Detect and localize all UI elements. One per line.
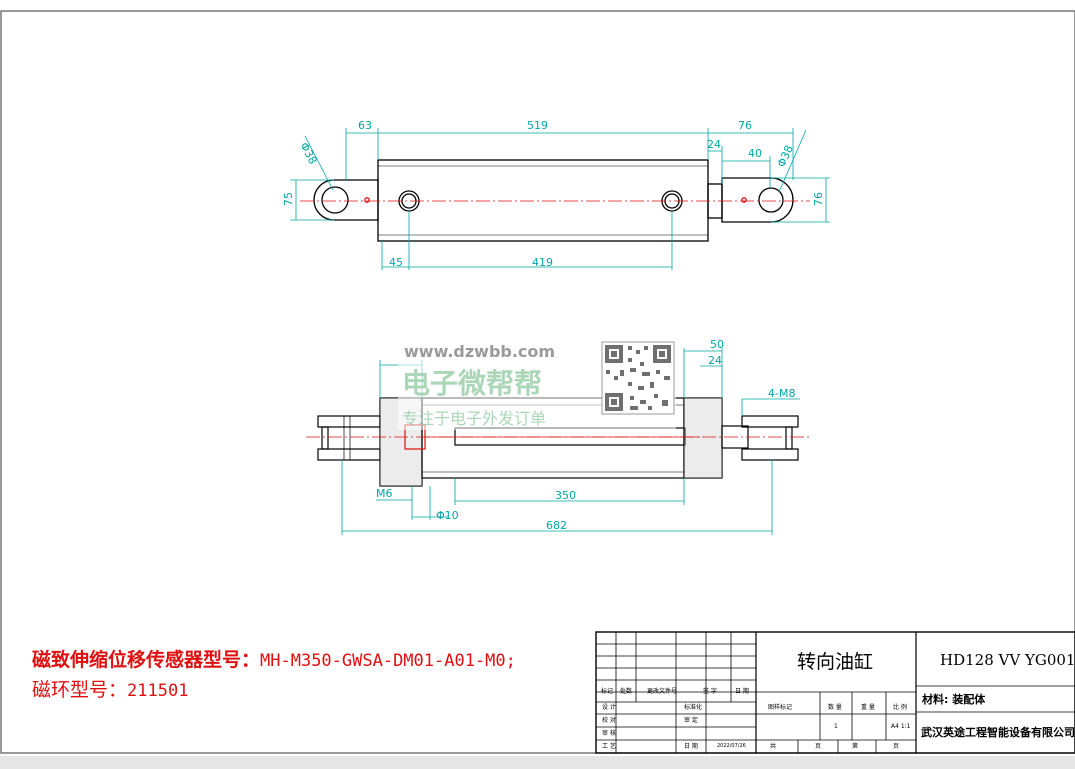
hdr-change-doc: 更改文件号 bbox=[647, 688, 678, 695]
dim-75: 75 bbox=[282, 192, 295, 206]
dim-76-top: 76 bbox=[738, 119, 752, 132]
dim-24-section: 24 bbox=[708, 354, 722, 367]
top-view bbox=[313, 159, 794, 242]
dim-350: 350 bbox=[555, 489, 576, 502]
sheet-label: 第 bbox=[852, 743, 859, 750]
hdr-count: 处数 bbox=[620, 688, 633, 695]
standardization: 标准化 bbox=[684, 704, 703, 711]
weight-label: 重 量 bbox=[861, 704, 875, 711]
role-process: 工 艺 bbox=[602, 743, 616, 750]
total-page-label: 页 bbox=[815, 743, 822, 750]
dim-76-side: 76 bbox=[812, 192, 825, 206]
role-check: 校 对 bbox=[602, 717, 616, 724]
company-name: 武汉英途工程智能设备有限公司 bbox=[921, 726, 1075, 739]
section-dimensions bbox=[341, 348, 800, 535]
dim-50: 50 bbox=[710, 338, 724, 351]
role-review: 审 核 bbox=[602, 730, 616, 737]
dim-24-top: 24 bbox=[707, 138, 721, 151]
dim-682: 682 bbox=[546, 519, 567, 532]
sheet-page-label: 页 bbox=[893, 743, 900, 750]
dim-45: 45 bbox=[389, 256, 403, 269]
drawing-mark-label: 图样标记 bbox=[768, 704, 793, 711]
part-name: 转向油缸 bbox=[797, 651, 874, 673]
qr-code bbox=[601, 341, 675, 415]
magnet-ring-value: 211501 bbox=[127, 681, 189, 701]
dim-40: 40 bbox=[748, 147, 762, 160]
date-value: 2022/07/26 bbox=[717, 743, 746, 749]
magnet-ring-note: 磁环型号：211501 bbox=[32, 675, 188, 702]
role-design: 设 计 bbox=[602, 704, 616, 711]
watermark-name: 电子微帮帮 bbox=[402, 367, 542, 400]
watermark-url: www.dzwbb.com bbox=[404, 342, 555, 361]
dim-m6: M6 bbox=[376, 487, 393, 500]
magnet-ring-label: 磁环型号： bbox=[32, 679, 128, 701]
dim-phi10: Φ10 bbox=[436, 509, 459, 522]
hdr-mark: 标记 bbox=[601, 688, 614, 695]
dim-63: 63 bbox=[358, 119, 372, 132]
title-block bbox=[595, 631, 1075, 754]
watermark: www.dzwbb.com 电子微帮帮 专注于电子外发订单 bbox=[398, 338, 676, 430]
top-dimensions bbox=[290, 128, 830, 270]
hdr-sign: 签 字 bbox=[703, 688, 717, 695]
sensor-model-label: 磁致伸缩位移传感器型号： bbox=[32, 649, 261, 671]
total-label: 共 bbox=[770, 743, 777, 750]
drawing-number: HD128 VV YG001 bbox=[940, 651, 1075, 669]
date-label: 日 期 bbox=[684, 743, 698, 750]
quantity-value: 1 bbox=[834, 723, 838, 730]
dim-419: 419 bbox=[532, 256, 553, 269]
watermark-slogan: 专注于电子外发订单 bbox=[402, 409, 546, 428]
approval: 审 定 bbox=[684, 717, 698, 724]
sensor-model-value: MH-M350-GWSA-DM01-A01-M0; bbox=[260, 651, 516, 671]
sensor-model-note: 磁致伸缩位移传感器型号：MH-M350-GWSA-DM01-A01-M0; bbox=[32, 645, 516, 672]
material: 材料: 装配体 bbox=[922, 693, 986, 706]
quantity-label: 数 量 bbox=[828, 704, 842, 711]
scale-value: A4 1:1 bbox=[891, 723, 911, 730]
hdr-date: 日 期 bbox=[735, 688, 749, 695]
dim-4-m8: 4-M8 bbox=[768, 387, 795, 400]
dim-519: 519 bbox=[527, 119, 548, 132]
scale-label: 比 例 bbox=[893, 704, 907, 711]
